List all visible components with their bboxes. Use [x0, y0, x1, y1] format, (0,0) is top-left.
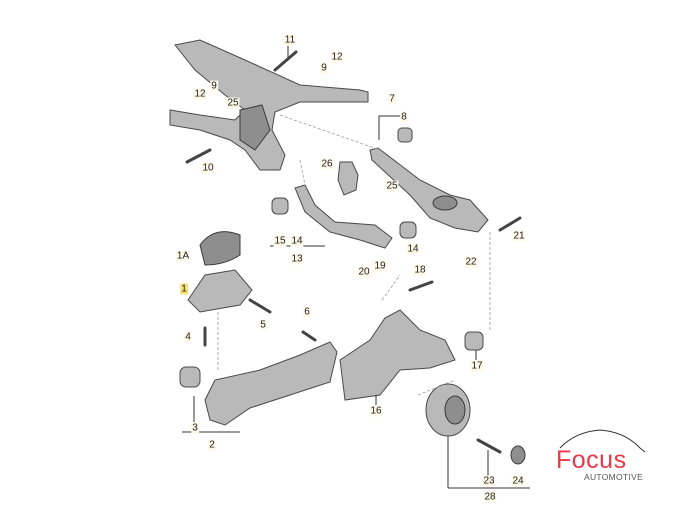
- callout-label: 9: [320, 62, 328, 74]
- callout-label: 3: [191, 422, 199, 434]
- callout-label: 5: [259, 319, 267, 331]
- callout-label: 21: [512, 230, 526, 242]
- bracket: [337, 161, 359, 196]
- callout-label: 22: [464, 256, 478, 268]
- callout-label: 17: [470, 360, 484, 372]
- logo-car-outline: [559, 429, 646, 453]
- trailing-arm: [204, 341, 338, 426]
- logo: Focus: [556, 446, 627, 474]
- bushing: [271, 197, 289, 215]
- callout-label: 14: [406, 243, 420, 255]
- callout-label: 28: [483, 491, 497, 503]
- callout-label: 2: [208, 439, 216, 451]
- bushing: [399, 221, 417, 239]
- callout-label: 16: [369, 405, 383, 417]
- mount: [187, 269, 253, 313]
- callout-label: 10: [201, 162, 215, 174]
- cap: [510, 445, 526, 465]
- mount-cap: [199, 231, 241, 266]
- callout-label: 23: [482, 475, 496, 487]
- callout-label: 15: [273, 235, 287, 247]
- callout-label: 25: [226, 97, 240, 109]
- control-arm: [369, 147, 489, 233]
- callout-label: 1: [180, 283, 188, 295]
- leader-lines: [182, 46, 530, 489]
- wheel-knuckle: [339, 309, 456, 401]
- callout-label: 12: [330, 51, 344, 63]
- logo-subtitle: AUTOMOTIVE: [584, 472, 644, 482]
- bushing: [464, 331, 484, 351]
- callout-label: 12: [193, 88, 207, 100]
- hub-center: [444, 395, 466, 425]
- callout-label: 7: [388, 93, 396, 105]
- callout-label: 4: [184, 331, 192, 343]
- callout-label: 19: [373, 260, 387, 272]
- dashed-guides: [217, 114, 491, 396]
- bushing: [397, 127, 413, 143]
- callout-label: 14: [290, 235, 304, 247]
- callout-label: 13: [290, 253, 304, 265]
- subframe: [169, 39, 369, 171]
- callout-label: 8: [400, 111, 408, 123]
- callout-label: 1A: [175, 250, 191, 262]
- callout-label: 11: [283, 34, 297, 46]
- callout-label: 18: [413, 264, 427, 276]
- bolts: [185, 50, 522, 454]
- bushing: [179, 366, 201, 388]
- spring-seat: [432, 195, 458, 211]
- callout-label: 26: [320, 158, 334, 170]
- callout-label: 6: [303, 306, 311, 318]
- callout-label: 9: [210, 80, 218, 92]
- upper-arm: [294, 184, 393, 249]
- callout-label: 20: [357, 266, 371, 278]
- callout-label: 24: [511, 475, 525, 487]
- callout-label: 25: [385, 180, 399, 192]
